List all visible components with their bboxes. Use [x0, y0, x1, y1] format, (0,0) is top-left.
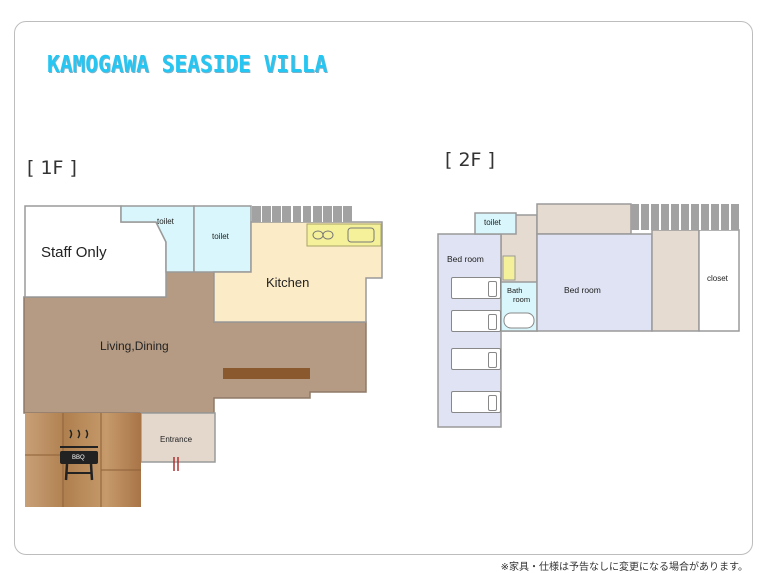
- staircase-1f: [252, 206, 353, 222]
- bathtub-icon: [503, 312, 535, 329]
- bedroom-left-label: Bed room: [447, 254, 484, 264]
- kitchen-counter: [306, 223, 382, 247]
- closet-room: [698, 229, 740, 332]
- entrance-label: Entrance: [160, 435, 193, 444]
- closet-label: closet: [707, 274, 728, 283]
- staff-only-label: Staff Only: [41, 244, 107, 261]
- staircase-2f: [631, 204, 739, 230]
- toilet-a-label: toilet: [157, 217, 174, 226]
- bed: [451, 348, 501, 370]
- kitchen-room: [213, 221, 383, 323]
- stove-burner-icon: [322, 230, 334, 240]
- disclaimer-footnote: ※家具・仕様は予告なしに変更になる場合があります。: [500, 562, 748, 573]
- storage-room-2f: [651, 229, 700, 332]
- toilet-room-2f: [474, 212, 517, 235]
- villa-title: KAMOGAWA SEASIDE VILLA: [47, 52, 328, 78]
- washbasin-icon: [502, 255, 516, 281]
- floor-2-label: [ 2F ]: [445, 149, 495, 171]
- plan-frame: [14, 21, 753, 555]
- living-dining-label: Living,Dining: [100, 339, 169, 353]
- bedroom-center-room: [536, 233, 653, 332]
- bath-label-line2: room: [513, 295, 531, 304]
- toilet-b-label: toilet: [212, 232, 229, 241]
- bbq-grill-icon: [60, 429, 98, 481]
- kitchen-label: Kitchen: [266, 275, 310, 290]
- bed: [451, 310, 501, 332]
- bed: [451, 277, 501, 299]
- landing-2f: [536, 203, 632, 235]
- bath-label-line1: Bath: [507, 286, 523, 295]
- floor-1-label: [ 1F ]: [27, 157, 77, 179]
- bed: [451, 391, 501, 413]
- bbq-label: BBQ: [72, 455, 85, 461]
- entrance-room: [140, 412, 216, 463]
- toilet-2f-label: toilet: [484, 218, 501, 227]
- dining-bench: [223, 368, 310, 379]
- sink-icon: [347, 227, 375, 243]
- bedroom-center-label: Bed room: [564, 285, 601, 295]
